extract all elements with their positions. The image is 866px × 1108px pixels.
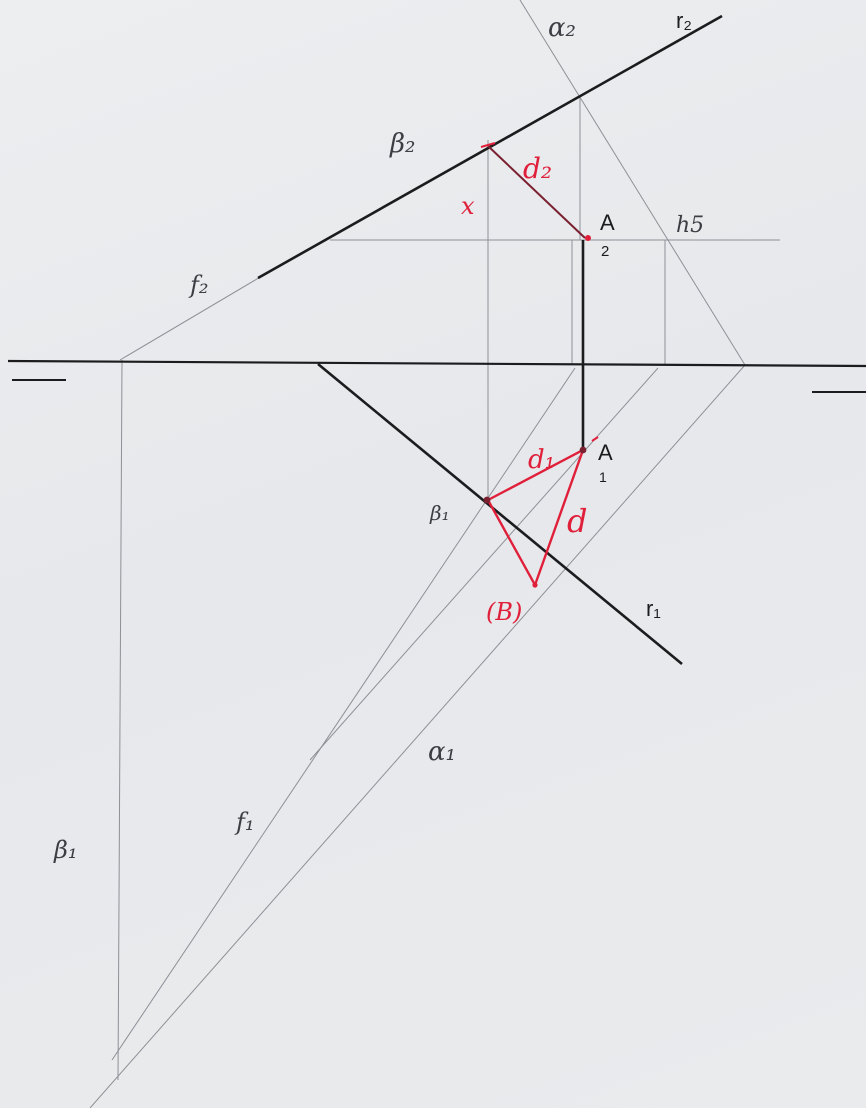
beta2-tick — [480, 142, 496, 148]
label-a2-subscript: 2 — [601, 243, 609, 260]
point-a2 — [585, 235, 591, 241]
beta1-vertical-line — [117, 359, 123, 1081]
label-x: x — [461, 192, 475, 220]
label-alpha2: α₂ — [548, 13, 576, 43]
label-r2: r₂ — [676, 8, 692, 33]
label-a1-subscript: 1 — [599, 469, 607, 485]
points — [483, 235, 591, 588]
printed-labels: r₂ A 2 A 1 r₁ — [598, 8, 692, 621]
red-construction — [480, 142, 599, 588]
f2-trace-line — [119, 275, 263, 361]
label-f2: f₂ — [188, 271, 209, 299]
true-length-triangle — [486, 447, 586, 588]
label-f1: f₁ — [234, 808, 255, 836]
construction-lines — [89, 0, 780, 1108]
pencil-labels: α₂ β₂ h5 f₂ β₁ α₁ f₁ β₁ — [53, 13, 704, 864]
point-b1 — [483, 496, 491, 504]
d2-segment — [487, 145, 586, 239]
f1-trace-line — [111, 367, 576, 1061]
label-d1: d₁ — [528, 445, 555, 475]
label-a1: A — [598, 440, 613, 465]
projection-axis — [7, 359, 866, 368]
label-d2: d₂ — [523, 152, 552, 185]
red-labels: d₂ x d₁ d (B) — [461, 152, 587, 626]
label-h5: h5 — [676, 213, 704, 238]
alpha2-trace-line — [519, 0, 746, 366]
label-a2: A — [600, 210, 615, 235]
ink-lines — [7, 14, 866, 666]
label-alpha1: α₁ — [428, 737, 456, 767]
point-a1 — [579, 446, 587, 454]
label-beta2: β₂ — [389, 129, 415, 159]
label-b-rotated: (B) — [486, 598, 522, 626]
label-beta1: β₁ — [53, 836, 78, 864]
inner-diagonal-line — [309, 367, 659, 761]
alpha1-trace-line — [89, 364, 746, 1108]
r1-line — [317, 362, 683, 666]
label-r1: r₁ — [646, 596, 661, 621]
a1-tick — [591, 436, 599, 442]
point-b-rotated — [532, 582, 538, 588]
label-beta1-small: β₁ — [429, 501, 450, 525]
label-d: d — [567, 502, 587, 540]
